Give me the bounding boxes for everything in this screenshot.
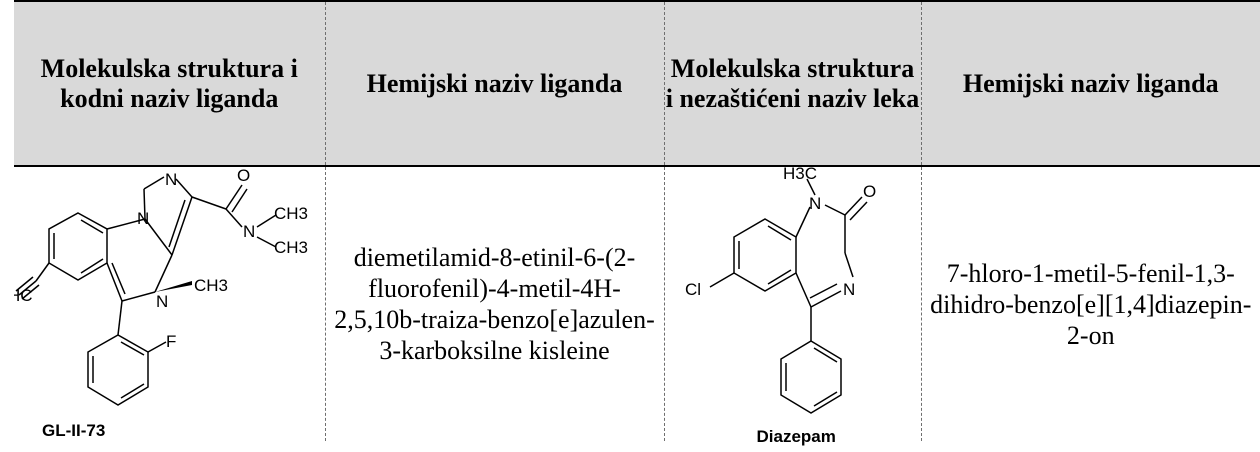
drug-chemical-name: 7-hloro-1-metil-5-fenil-1,3-dihidro-benz… <box>930 258 1252 350</box>
atom-cl: Cl <box>685 280 701 299</box>
drug-name-label: Diazepam <box>756 427 836 446</box>
diazepam-structure-drawing: H3C N O Cl N <box>685 167 876 414</box>
header-chemical-name-2: Hemijski naziv liganda <box>921 0 1260 167</box>
ligand-structure-cell: N O N CH3 CH3 CH3 N N HC F GL-II-73 <box>14 166 326 441</box>
atom-ch3-c: CH3 <box>194 276 228 295</box>
atom-n1: N <box>809 194 821 213</box>
atom-f: F <box>166 332 176 351</box>
atom-hc: HC <box>14 286 33 305</box>
ligand-table: Molekulska struktura i kodni naziv ligan… <box>14 0 1260 446</box>
atom-n-imine: N <box>843 280 855 299</box>
header-chemical-name: Hemijski naziv liganda <box>325 0 665 167</box>
atom-n-ring: N <box>137 209 149 228</box>
atom-n-imidazole: N <box>165 170 177 189</box>
ligand-code-label: GL-II-73 <box>42 421 106 440</box>
atom-o-amide: O <box>237 167 250 185</box>
drug-structure: H3C N O Cl N Diazepam <box>665 167 921 446</box>
ligand-structure: N O N CH3 CH3 CH3 N N HC F GL-II-73 <box>14 167 325 441</box>
atom-h3c: H3C <box>783 167 817 183</box>
gl-ii-73-structure-drawing: N O N CH3 CH3 CH3 N N HC F <box>14 167 308 406</box>
drug-structure-cell: H3C N O Cl N Diazepam <box>664 166 922 446</box>
atom-ch3-a: CH3 <box>274 204 308 223</box>
atom-ch3-b: CH3 <box>274 238 308 257</box>
header-structure-drug: Molekulska struktura i nezaštićeni naziv… <box>664 0 922 167</box>
table-row: N O N CH3 CH3 CH3 N N HC F GL-II-73 diem… <box>14 166 1260 446</box>
header-structure-code: Molekulska struktura i kodni naziv ligan… <box>14 0 326 167</box>
atom-o: O <box>863 182 876 201</box>
atom-n-imine: N <box>156 292 168 311</box>
atom-n-amide: N <box>243 222 255 241</box>
header-row: Molekulska struktura i kodni naziv ligan… <box>14 0 1260 167</box>
ligand-chemical-name: diemetilamid-8-etinil-6-(2-fluorofenil)-… <box>325 166 665 441</box>
